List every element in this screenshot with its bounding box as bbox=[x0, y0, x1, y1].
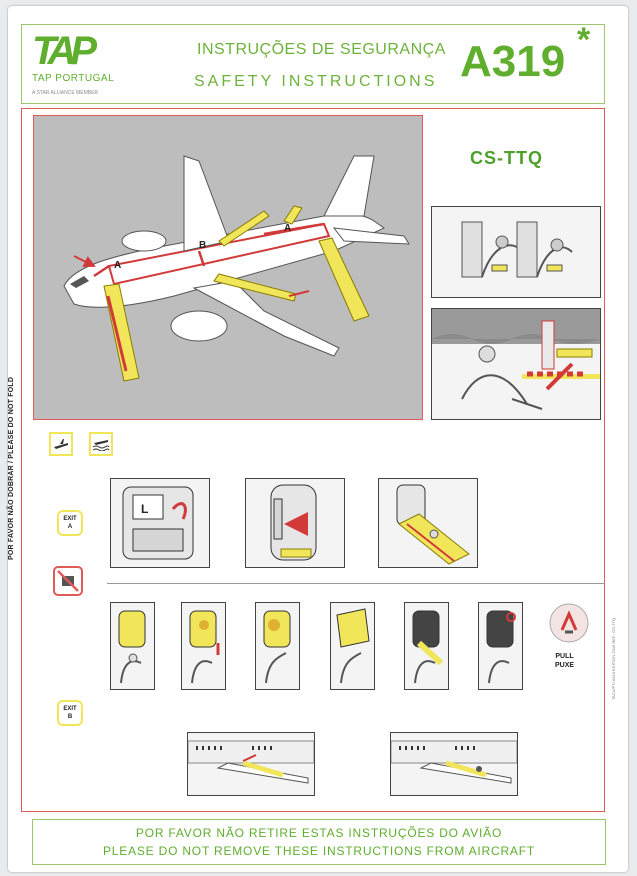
title-portuguese: INSTRUÇÕES DE SEGURANÇA bbox=[197, 41, 446, 58]
logo-tagline: A STAR ALLIANCE MEMBER bbox=[32, 90, 99, 96]
water-evacuation-badge bbox=[89, 432, 113, 456]
smoke-evacuation-panel bbox=[431, 308, 601, 420]
aircraft-model: A319 bbox=[460, 37, 566, 86]
title-english: SAFETY INSTRUCTIONS bbox=[194, 73, 438, 90]
print-code: TACV/PT/ A319 EDITION 2019 REF.: CS-TTQ bbox=[611, 617, 616, 700]
diagram-label-a-rear: A bbox=[284, 223, 291, 234]
exit-b-badge: EXIT B bbox=[57, 700, 83, 726]
exit-a-badge: EXIT A bbox=[57, 510, 83, 536]
door-step-3-panel bbox=[378, 478, 478, 568]
model-asterisk: * bbox=[577, 21, 591, 59]
overwing-step-4-panel bbox=[330, 602, 375, 690]
exit-a-label: EXIT bbox=[63, 516, 77, 522]
logo-mark: TAP bbox=[32, 29, 97, 73]
do-not-fold-notice: POR FAVOR NÃO DOBRAR / PLEASE DO NOT FOL… bbox=[8, 376, 15, 560]
footer-notice-en: PLEASE DO NOT REMOVE THESE INSTRUCTIONS … bbox=[102, 844, 535, 858]
brace-position-panel bbox=[431, 206, 601, 298]
wing-escape-panel-2 bbox=[390, 732, 518, 796]
overwing-step-6-panel bbox=[478, 602, 523, 690]
pull-handle-icon bbox=[548, 602, 590, 644]
instructions-frame bbox=[21, 108, 605, 812]
wing-escape-panel-1 bbox=[187, 732, 315, 796]
aircraft-exits-diagram: A B A bbox=[33, 115, 423, 420]
overwing-step-2-panel bbox=[181, 602, 226, 690]
door-push-illustration bbox=[270, 484, 317, 561]
brace-position-illustration bbox=[461, 221, 573, 278]
door-side-label: L bbox=[141, 502, 148, 516]
no-baggage-icon bbox=[53, 566, 83, 596]
section-divider bbox=[107, 583, 605, 584]
land-evacuation-badge bbox=[49, 432, 73, 456]
logo-name: TAP PORTUGAL bbox=[32, 73, 115, 84]
aircraft-registration: CS-TTQ bbox=[470, 148, 543, 168]
footer-notice-pt: POR FAVOR NÃO RETIRE ESTAS INSTRUÇÕES DO… bbox=[135, 826, 503, 840]
pull-label-pt: PUXE bbox=[555, 662, 575, 669]
diagram-label-b: B bbox=[199, 240, 206, 251]
card-footer: POR FAVOR NÃO RETIRE ESTAS INSTRUÇÕES DO… bbox=[32, 819, 606, 865]
plane-land-icon bbox=[54, 439, 68, 449]
card-header: TAP TAP PORTUGAL A STAR ALLIANCE MEMBER … bbox=[21, 21, 605, 104]
overwing-step-5-panel bbox=[404, 602, 449, 690]
plane-water-icon bbox=[92, 440, 110, 451]
door-handle-illustration: L bbox=[122, 486, 194, 560]
overwing-step-1-panel bbox=[110, 602, 155, 690]
aircraft-illustration: A B A bbox=[63, 155, 410, 382]
exit-b-letter: B bbox=[67, 714, 73, 720]
exit-a-letter: A bbox=[67, 524, 73, 530]
smoke-crawl-illustration bbox=[432, 309, 600, 410]
tap-logo: TAP TAP PORTUGAL A STAR ALLIANCE MEMBER bbox=[32, 29, 162, 96]
exit-b-label: EXIT bbox=[63, 706, 77, 712]
slide-deployed-illustration bbox=[396, 484, 470, 565]
pull-label: PULL PUXE bbox=[555, 652, 574, 670]
diagram-label-a-front: A bbox=[114, 260, 121, 271]
overwing-step-3-panel bbox=[255, 602, 300, 690]
door-step-2-panel bbox=[245, 478, 345, 568]
pull-label-en: PULL bbox=[555, 653, 574, 660]
door-step-1-panel: L bbox=[110, 478, 210, 568]
